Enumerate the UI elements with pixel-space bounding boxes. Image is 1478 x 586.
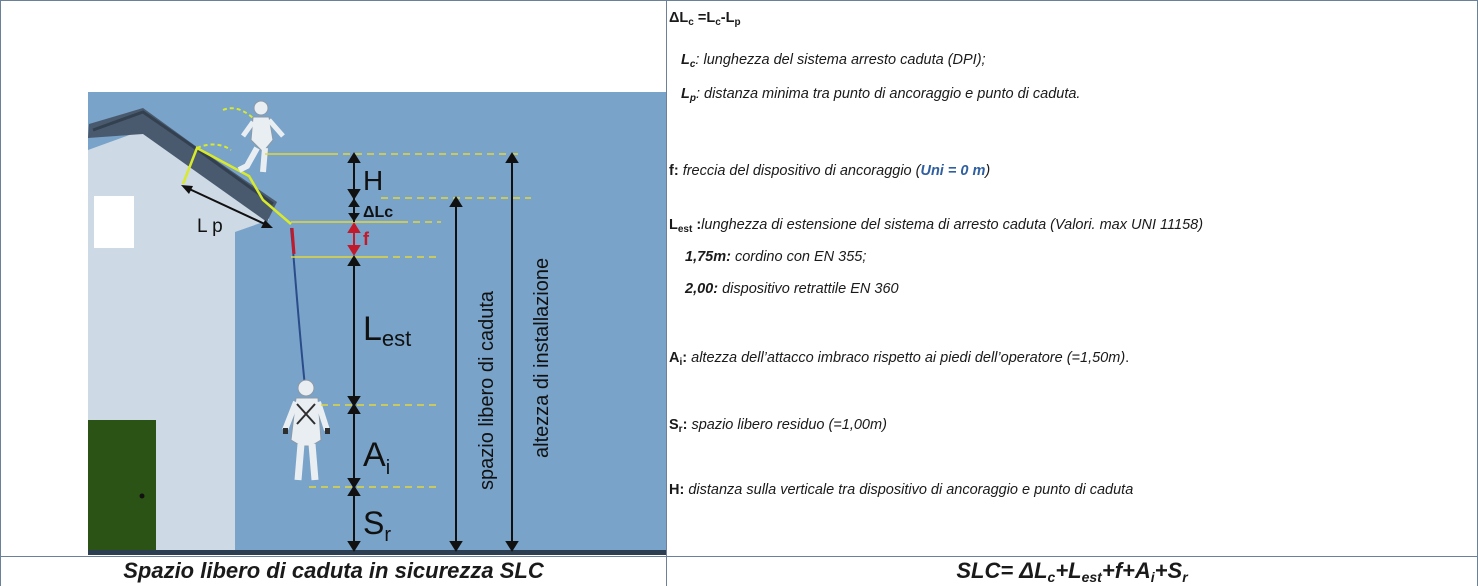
sr-definition: Sr: spazio libero residuo (=1,00m) (669, 417, 887, 435)
lest-label: Lest (363, 310, 411, 351)
altezza-installazione-label: altezza di installazione (531, 258, 553, 458)
h-definition: H: distanza sulla verticale tra disposit… (669, 482, 1134, 498)
suspended-worker-figure (282, 379, 330, 481)
sr-label: Sr (363, 505, 391, 546)
lifeline (181, 146, 292, 225)
lest-definition: Lest :lunghezza di estensione del sistem… (669, 217, 1204, 235)
lc-definition: Lc: lunghezza del sistema arresto caduta… (681, 52, 986, 70)
dlc-label: ΔLc (363, 204, 393, 221)
ai-label: Ai (363, 436, 390, 479)
worker-on-roof-figure (222, 100, 285, 173)
diagram-caption: Spazio libero di caduta in sicurezza SLC (123, 558, 544, 583)
lest-item-retrattile: 2,00: dispositivo retrattile EN 360 (685, 281, 899, 297)
ground-line (88, 550, 666, 555)
h-label: H (363, 165, 383, 196)
lest-item-cordino: 1,75m: cordino con EN 355; (685, 249, 867, 265)
f-definition: f: freccia del dispositivo di ancoraggio… (669, 163, 991, 179)
dimension-arrows (347, 152, 519, 552)
ai-definition: Ai: altezza dell’attacco imbraco rispett… (669, 350, 1130, 368)
door (88, 420, 156, 555)
f-dimension-arrow (347, 222, 361, 256)
spazio-libero-label: spazio libero di caduta (476, 290, 498, 490)
door-knob (139, 493, 145, 499)
window (94, 196, 134, 248)
lp-arrow (184, 186, 270, 227)
f-segment (290, 227, 296, 255)
diagram-cell: L p (1, 0, 666, 556)
lp-label: L p (197, 216, 223, 237)
roof (88, 108, 277, 222)
slc-formula: SLC= ΔLc+Lest+f+Ai+Sr (956, 558, 1188, 585)
f-label: f (363, 229, 370, 249)
fall-clearance-diagram: L p (88, 92, 666, 555)
lp-definition: Lp: distanza minima tra punto di ancorag… (681, 86, 1081, 104)
definitions-cell: ΔLc =Lc-Lp Lc: lunghezza del sistema arr… (667, 0, 1477, 556)
dlc-formula: ΔLc =Lc-Lp (669, 10, 741, 28)
